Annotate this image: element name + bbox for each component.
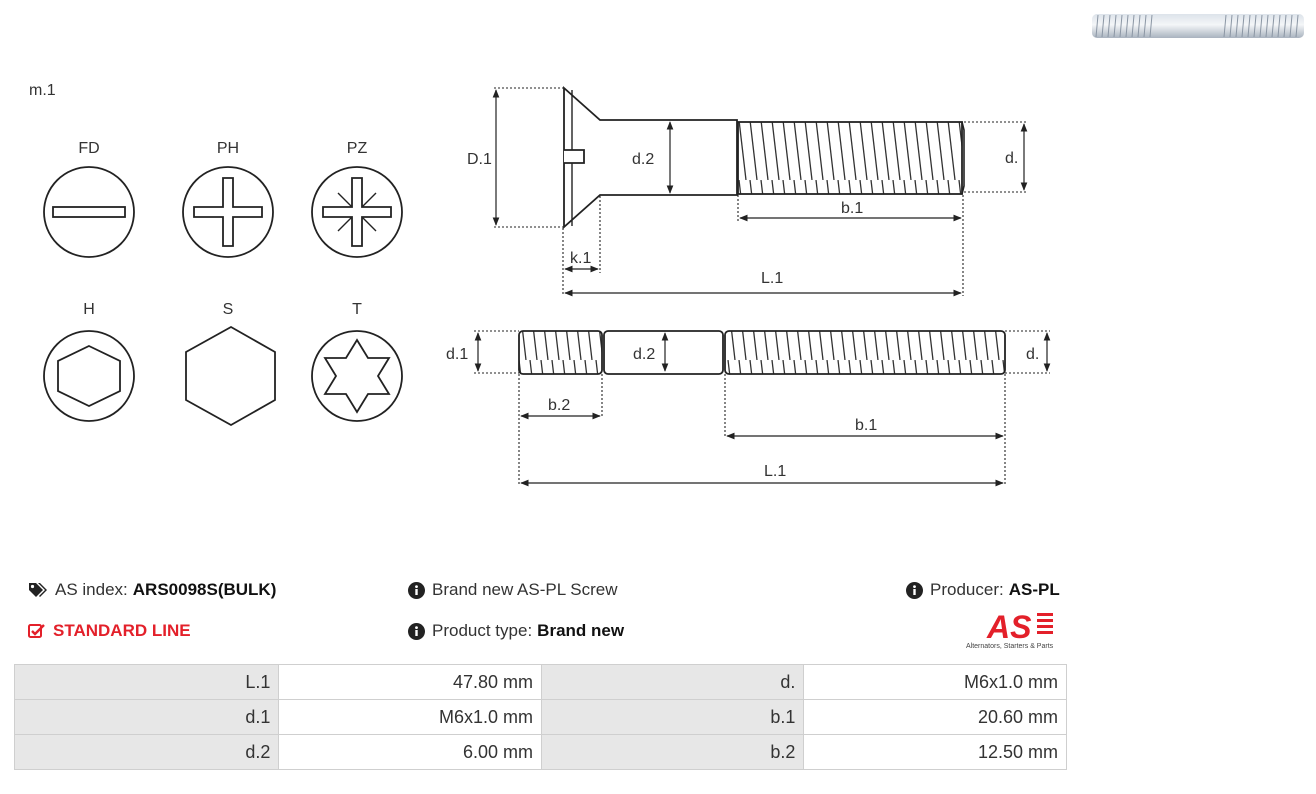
model-label: m.1 xyxy=(29,82,56,99)
label-b1: b.1 xyxy=(841,200,863,217)
spec-label: d. xyxy=(541,664,805,700)
spec-value: 12.50 mm xyxy=(804,735,1067,770)
producer-label: Producer: xyxy=(930,580,1004,599)
head-code-s: S xyxy=(223,301,234,318)
label-d2: d.2 xyxy=(632,151,654,168)
hex-socket-icon xyxy=(43,330,135,422)
label-D1: D.1 xyxy=(467,151,492,168)
stud-drawing: d.1 d.2 d. b.2 b.1 L.1 xyxy=(446,330,1051,487)
phillips-icon xyxy=(182,166,274,258)
spec-label: b.1 xyxy=(541,700,805,735)
label-d: d. xyxy=(1005,150,1018,167)
spec-value: M6x1.0 mm xyxy=(279,700,542,735)
spec-table: L.1 47.80 mm d. M6x1.0 mm d.1 M6x1.0 mm … xyxy=(14,664,1067,770)
table-row: d.2 6.00 mm b.2 12.50 mm xyxy=(14,735,1067,770)
spec-value: 6.00 mm xyxy=(279,735,542,770)
description-text: Brand new AS-PL Screw xyxy=(432,580,618,599)
screw-drawing: D.1 d.2 d. b.1 k.1 L.1 xyxy=(467,85,1028,297)
as-index: AS index: ARS0098S(BULK) xyxy=(28,580,276,600)
as-index-value: ARS0098S(BULK) xyxy=(132,580,277,599)
info-icon xyxy=(408,581,425,599)
label-d2: d.2 xyxy=(633,346,655,363)
table-row: L.1 47.80 mm d. M6x1.0 mm xyxy=(14,664,1067,700)
spec-value: M6x1.0 mm xyxy=(804,664,1067,700)
label-L1: L.1 xyxy=(761,270,783,287)
as-index-label: AS index: xyxy=(55,580,128,599)
table-row: d.1 M6x1.0 mm b.1 20.60 mm xyxy=(14,700,1067,735)
head-code-t: T xyxy=(352,301,362,318)
pozidriv-icon xyxy=(311,166,403,258)
spec-label: d.1 xyxy=(14,700,280,735)
head-code-h: H xyxy=(83,301,95,318)
info-icon xyxy=(408,622,425,640)
torx-icon xyxy=(311,330,403,422)
spec-value: 20.60 mm xyxy=(804,700,1067,735)
label-b2: b.2 xyxy=(548,397,570,414)
description: Brand new AS-PL Screw xyxy=(408,580,618,600)
label-L1: L.1 xyxy=(764,463,786,480)
producer-value: AS-PL xyxy=(1008,580,1060,599)
tags-icon xyxy=(28,582,48,598)
producer: Producer: AS-PL xyxy=(906,580,1060,600)
label-k1: k.1 xyxy=(570,250,591,267)
label-b1: b.1 xyxy=(855,417,877,434)
check-square-icon xyxy=(28,623,46,639)
head-code-pz: PZ xyxy=(347,140,368,157)
head-code-ph: PH xyxy=(217,140,239,157)
head-code-fd: FD xyxy=(78,140,99,157)
spec-value: 47.80 mm xyxy=(279,664,542,700)
product-type-label: Product type: xyxy=(432,621,533,640)
flat-slot-icon xyxy=(43,166,135,258)
spec-label: L.1 xyxy=(14,664,280,700)
product-type-value: Brand new xyxy=(537,621,625,640)
info-icon xyxy=(906,581,923,599)
standard-line-label: STANDARD LINE xyxy=(53,621,191,640)
spec-label: b.2 xyxy=(541,735,805,770)
spec-label: d.2 xyxy=(14,735,280,770)
as-pl-logo: AS xyxy=(985,608,1057,647)
technical-drawing: m.1 FD PH PZ H S T xyxy=(29,14,1304,487)
svg-text:AS: AS xyxy=(986,609,1032,642)
label-d1: d.1 xyxy=(446,346,468,363)
hex-head-icon xyxy=(185,325,276,427)
standard-line: STANDARD LINE xyxy=(28,621,191,641)
label-d: d. xyxy=(1026,346,1039,363)
product-type: Product type: Brand new xyxy=(408,621,624,641)
logo-tagline: Alternators, Starters & Parts xyxy=(966,643,1054,650)
product-photo xyxy=(1092,14,1304,38)
